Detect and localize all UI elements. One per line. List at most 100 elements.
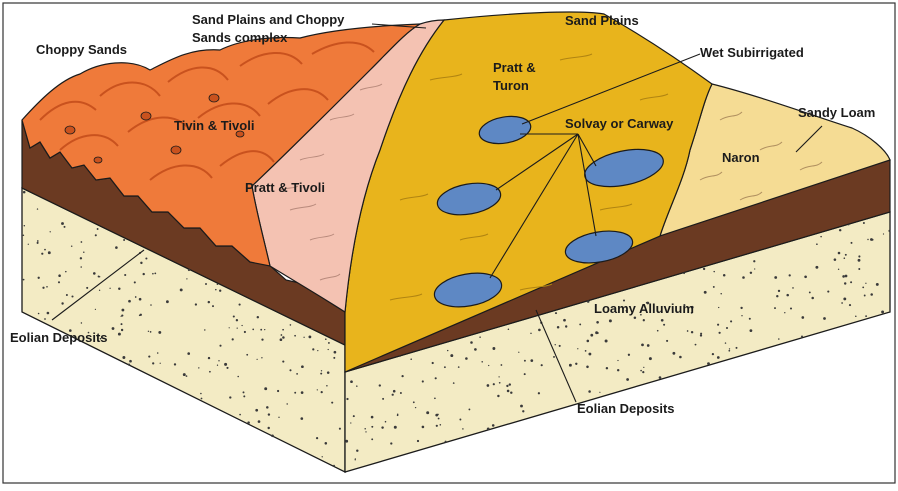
stipple-dot [754, 268, 755, 269]
label-pratt-tivoli: Pratt & Tivoli [245, 180, 325, 195]
stipple-dot [858, 255, 860, 257]
stipple-dot [134, 281, 136, 283]
stipple-dot [657, 330, 659, 332]
stipple-dot [326, 385, 328, 387]
stipple-dot [267, 427, 269, 429]
stipple-dot [37, 208, 38, 209]
stipple-dot [121, 329, 123, 331]
stipple-dot [838, 269, 839, 270]
stipple-dot [400, 392, 402, 394]
stipple-dot [218, 360, 219, 361]
stipple-dot [597, 332, 599, 334]
stipple-dot [575, 363, 577, 365]
stipple-dot [150, 331, 152, 333]
stipple-dot [749, 318, 751, 320]
stipple-dot [855, 315, 857, 317]
stipple-dot [634, 317, 637, 320]
stipple-dot [312, 348, 314, 350]
stipple-dot [590, 334, 593, 337]
stipple-dot [64, 226, 66, 228]
stipple-dot [555, 312, 557, 314]
stipple-dot [93, 272, 96, 275]
stipple-dot [224, 363, 227, 366]
stipple-dot [219, 345, 221, 347]
stipple-dot [160, 363, 161, 364]
stipple-dot [300, 417, 303, 420]
stipple-dot [28, 244, 29, 245]
stipple-dot [401, 375, 403, 377]
stipple-dot [462, 428, 464, 430]
stipple-dot [118, 333, 121, 336]
label-loamy-alluvium: Loamy Alluvium [594, 301, 694, 316]
stipple-dot [385, 421, 387, 423]
stipple-dot [801, 316, 804, 319]
stipple-dot [118, 288, 120, 290]
stipple-dot [81, 322, 82, 323]
stipple-dot [317, 350, 318, 351]
label-naron: Naron [722, 150, 760, 165]
stipple-dot [426, 411, 429, 414]
stipple-dot [356, 449, 358, 451]
stipple-dot [289, 369, 291, 371]
stipple-dot [679, 356, 682, 359]
stipple-dot [212, 305, 214, 307]
label-complex-line2: Sands complex [192, 30, 288, 45]
stipple-dot [393, 390, 396, 393]
stipple-dot [834, 258, 837, 261]
stipple-dot [148, 331, 149, 332]
stipple-dot [579, 323, 581, 325]
label-choppy-sands: Choppy Sands [36, 42, 127, 57]
stipple-dot [865, 283, 866, 284]
stipple-dot [870, 293, 873, 296]
stipple-dot [434, 397, 436, 399]
stipple-dot [687, 330, 689, 332]
stipple-dot [663, 324, 665, 326]
stipple-dot [124, 274, 126, 276]
stipple-dot [46, 286, 48, 288]
stipple-dot [778, 290, 780, 292]
stipple-dot [553, 356, 555, 358]
stipple-dot [37, 240, 39, 242]
stipple-dot [186, 278, 187, 279]
stipple-dot [789, 274, 791, 276]
stipple-dot [844, 282, 846, 284]
stipple-dot [128, 300, 131, 303]
stipple-dot [229, 327, 230, 328]
stipple-dot [215, 289, 217, 291]
stipple-dot [417, 440, 419, 442]
stipple-dot [587, 340, 590, 343]
label-tivin-tivoli: Tivin & Tivoli [174, 118, 254, 133]
label-eolian-deposits-left: Eolian Deposits [10, 330, 108, 345]
stipple-dot [390, 442, 392, 444]
stipple-dot [858, 268, 860, 270]
stipple-dot [365, 431, 366, 432]
stipple-dot [741, 315, 742, 316]
stipple-dot [145, 257, 147, 259]
stipple-dot [327, 371, 330, 374]
stipple-dot [555, 344, 556, 345]
stipple-dot [345, 440, 348, 443]
stipple-dot [61, 222, 64, 225]
stipple-dot [379, 384, 381, 386]
stipple-dot [493, 383, 495, 385]
stipple-dot [811, 297, 814, 300]
stipple-dot [95, 234, 97, 236]
stipple-dot [187, 352, 190, 355]
stipple-dot [282, 336, 285, 339]
stipple-dot [863, 222, 865, 224]
stipple-dot [848, 224, 849, 225]
stipple-dot [435, 414, 438, 417]
stipple-dot [44, 249, 46, 251]
stipple-dot [820, 236, 822, 238]
stipple-dot [492, 347, 495, 350]
stipple-dot [139, 298, 142, 301]
stipple-dot [778, 338, 780, 340]
stipple-dot [488, 365, 489, 366]
stipple-dot [700, 334, 702, 336]
stipple-dot [538, 329, 541, 332]
stipple-dot [844, 257, 846, 259]
stipple-dot [48, 251, 51, 254]
stipple-dot [851, 242, 853, 244]
label-solvay-carway: Solvay or Carway [565, 116, 674, 131]
stipple-dot [587, 300, 590, 303]
